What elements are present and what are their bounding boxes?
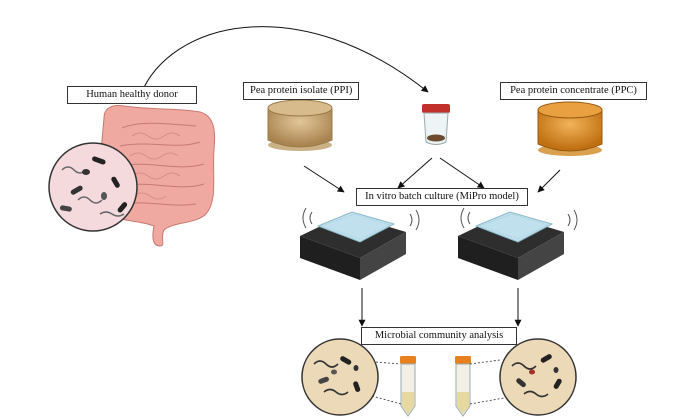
microbial-community-icon	[499, 338, 577, 416]
sample-to-culture-left-arrow	[397, 157, 433, 189]
sample-tube-icon	[400, 356, 416, 417]
batch-culture-device-icon	[458, 207, 578, 280]
sample-tube-icon	[455, 356, 471, 417]
left-tube-zoom-line	[371, 395, 402, 405]
ppc-to-culture-arrow	[537, 169, 561, 193]
pea-protein-concentrate-bowl-icon	[537, 101, 603, 156]
right-tube-zoom-line	[469, 397, 505, 405]
batch-culture-device-icon	[300, 207, 420, 280]
left-tube-zoom-line	[375, 361, 401, 365]
gut-microbiota-icon	[48, 142, 138, 232]
right-tube-zoom-line	[469, 359, 501, 365]
stool-sample-cup-icon	[422, 104, 450, 145]
donor-to-sample-arrow	[139, 26, 429, 97]
ppi-to-culture-arrow	[303, 165, 345, 193]
pea-protein-isolate-bowl-icon	[267, 99, 333, 151]
batch-culture-label: In vitro batch culture (MiPro model)	[356, 188, 528, 206]
sample-to-culture-right-arrow	[439, 157, 485, 189]
microbial-community-icon	[301, 338, 379, 416]
ppi-label: Pea protein isolate (PPI)	[243, 82, 359, 100]
analysis-label: Microbial community analysis	[361, 327, 517, 345]
ppc-label: Pea protein concentrate (PPC)	[500, 82, 647, 100]
donor-label: Human healthy donor	[67, 86, 197, 104]
